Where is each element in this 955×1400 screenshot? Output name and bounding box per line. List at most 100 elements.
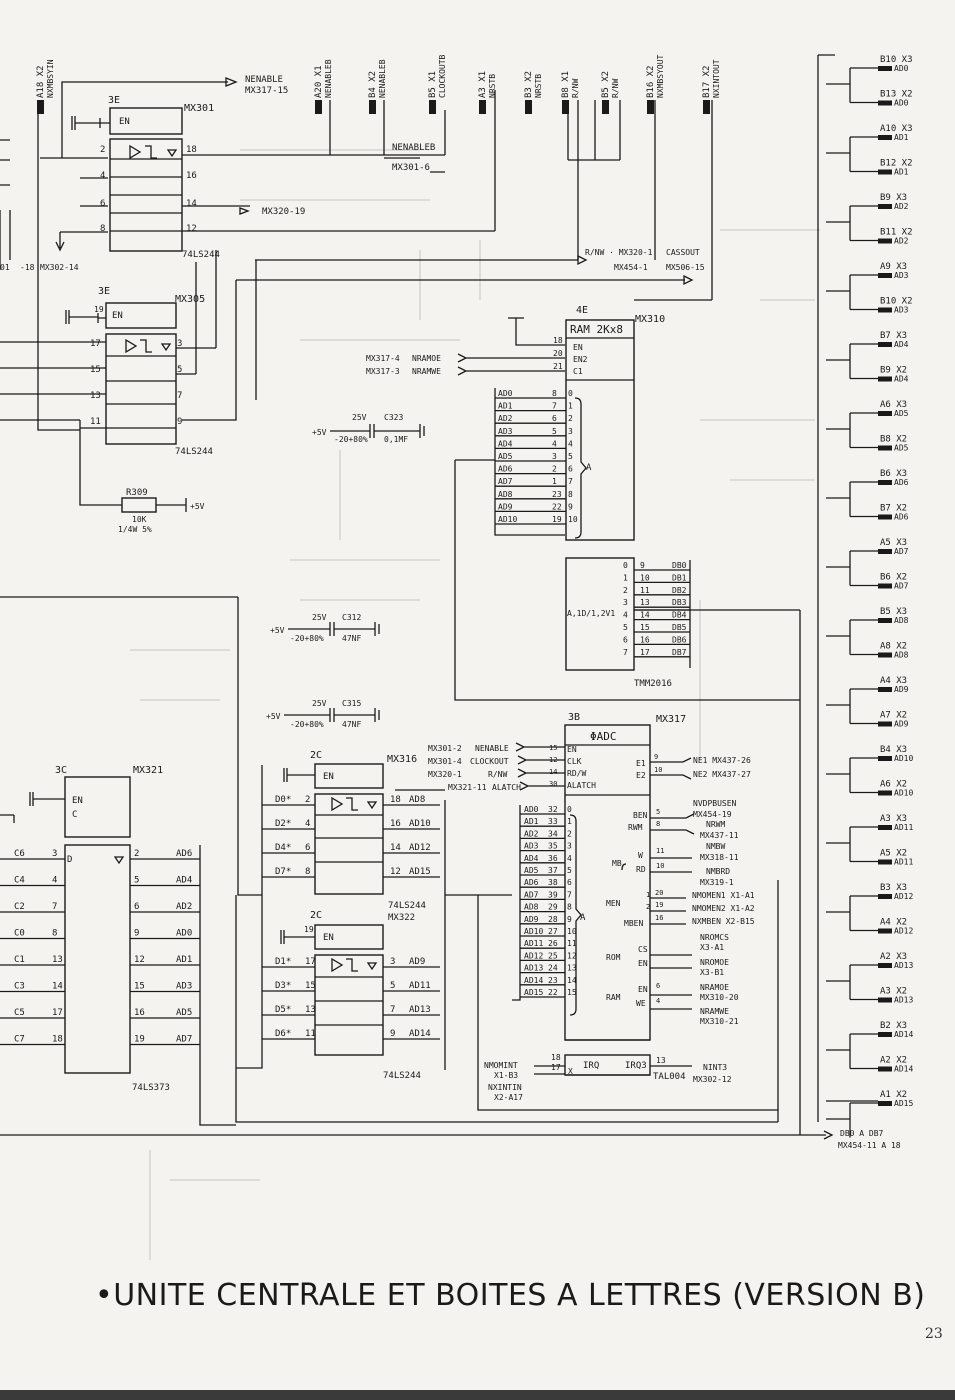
label: NRWM: [706, 820, 725, 829]
connector-signal: AD0: [894, 64, 909, 73]
label: MX310-21: [700, 1017, 739, 1026]
label-cassout: CASSOUT: [666, 248, 700, 257]
label-mx320-19: MX320-19: [262, 207, 305, 217]
pin: 12: [186, 224, 197, 234]
connector-pin-block: [878, 756, 892, 761]
pin: 2: [134, 849, 139, 859]
ctl-label: RD/W: [567, 769, 586, 778]
addr-index: 2: [567, 829, 572, 838]
connector-pin: B6 X2: [880, 573, 907, 583]
data-index: 0: [623, 561, 628, 570]
pin: 10: [654, 766, 662, 774]
label-mx317-4: MX317-4: [366, 354, 400, 363]
addr-index: 5: [567, 866, 572, 875]
label-plus5v: +5V: [190, 502, 205, 511]
pin: 18: [52, 1035, 63, 1045]
pin: 22: [548, 988, 558, 997]
resistor-r309: [121, 497, 157, 513]
pin: 6: [656, 982, 660, 990]
label: MX318-11: [700, 853, 739, 862]
chip-loc: 3E: [98, 286, 110, 297]
connector-pin: A9 X3: [880, 262, 907, 272]
addr-signal: AD2: [498, 414, 513, 423]
connector-pin: B8 X1: [561, 71, 571, 98]
en-block: [64, 776, 131, 838]
pin: 12: [134, 955, 145, 965]
connector-pin-block: [878, 376, 892, 382]
connector-pin-block: [878, 1066, 892, 1072]
pin: 19: [655, 901, 663, 909]
pin: 18: [186, 145, 197, 155]
label-c315-value: 47NF: [342, 720, 361, 729]
addr-index: 15: [567, 988, 577, 997]
label: MX301-2: [428, 744, 462, 753]
chip-ref: MX305: [175, 294, 205, 305]
label: NMOMEN1 X1-A1: [692, 891, 755, 900]
addr-signal: AD12: [409, 843, 431, 853]
connector-pin: A2 X3: [880, 952, 907, 962]
pin: 5: [177, 365, 182, 375]
label: EN: [638, 959, 648, 968]
pin: 9: [177, 417, 182, 427]
label-nenable: NENABLE: [245, 75, 283, 85]
irq-label: IRQ: [583, 1061, 599, 1071]
addr-signal: AD5: [176, 1008, 192, 1018]
irq3-label: IRQ3: [625, 1061, 647, 1071]
label: X3-B1: [700, 968, 724, 977]
chip-loc: 2C: [310, 750, 322, 761]
connector-pin: B10 X3: [880, 55, 913, 65]
addr-signal: AD6: [176, 849, 192, 859]
pin: 28: [548, 915, 558, 924]
pin: 5: [134, 876, 139, 886]
connector-signal: AD1: [894, 133, 909, 142]
connector-pin-block: [878, 135, 892, 140]
connector-pin-block: [878, 342, 892, 347]
label: NMOMINT: [484, 1061, 518, 1070]
pin: 39: [548, 890, 558, 899]
connector-pin-block: [878, 1101, 892, 1106]
connector-pin: A4 X3: [880, 676, 907, 686]
pin: 19: [134, 1035, 145, 1045]
pin: 36: [548, 854, 558, 863]
pin: 14: [186, 199, 197, 209]
pin: 17: [305, 957, 316, 967]
connector-signal: CLOCKOUTB: [438, 54, 447, 98]
buffer-symbol: [129, 144, 157, 160]
en-label: EN: [323, 772, 334, 782]
connector-pin: A2 X2: [880, 1056, 907, 1066]
dout-label: A,1D/1,2V1: [567, 609, 615, 618]
addr-signal: AD10: [524, 927, 543, 936]
addr-signal: AD13: [409, 1005, 431, 1015]
pin: 13: [640, 598, 650, 607]
connector-pin: A3 X3: [880, 814, 907, 824]
pin: 2: [305, 795, 310, 805]
pin: 32: [548, 805, 558, 814]
addr-signal: AD12: [524, 951, 543, 960]
data-index: 6: [623, 635, 628, 644]
connector-pin: A5 X2: [880, 849, 907, 859]
pin: 5: [390, 981, 395, 991]
addr-signal: AD8: [498, 490, 513, 499]
pin: 16: [134, 1008, 145, 1018]
ctl-label: EN: [567, 745, 577, 754]
addr-index: 5: [568, 452, 573, 461]
connector-pin-block: [878, 411, 892, 416]
connector-pin: A5 X3: [880, 538, 907, 548]
connector-signal: NRSTB: [488, 74, 497, 98]
connector-signal: AD3: [894, 306, 909, 315]
addr-signal: AD1: [176, 955, 192, 965]
label: NROMCS: [700, 933, 729, 942]
data-signal: DB3: [672, 598, 687, 607]
bus-input: D7*: [275, 867, 291, 877]
connector-pin-block: [602, 100, 609, 114]
pin: 8: [52, 929, 57, 939]
pin: 14: [549, 768, 557, 776]
chip-loc: 3C: [55, 765, 67, 776]
right-bus: [0, 54, 835, 1140]
pin: 4: [552, 439, 557, 448]
connector-pin-block: [878, 687, 892, 692]
connector-signal: AD13: [894, 996, 913, 1005]
addr-signal: AD3: [498, 427, 513, 436]
